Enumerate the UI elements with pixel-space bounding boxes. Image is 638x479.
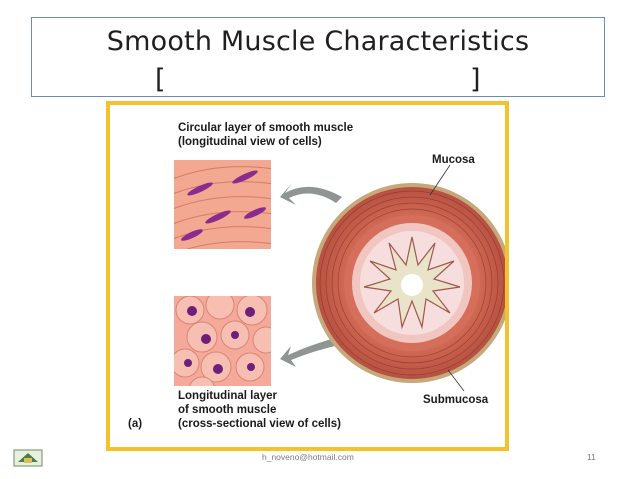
title-box: Smooth Muscle Characteristics [ ] bbox=[31, 17, 605, 97]
footer-email: h_noveno@hotmail.com bbox=[262, 452, 354, 462]
arrow-to-longitudinal-layer bbox=[280, 338, 339, 367]
longitudinal-layer-label-line-1: Longitudinal layer bbox=[178, 390, 278, 402]
slide-title: Smooth Muscle Characteristics bbox=[106, 26, 530, 57]
smooth-muscle-illustration bbox=[174, 160, 505, 392]
figure-frame: Circular layer of smooth muscle (longitu… bbox=[106, 101, 509, 451]
right-bracket: ] bbox=[470, 64, 481, 95]
circular-layer-tissue-block bbox=[174, 160, 271, 249]
longitudinal-layer-tissue-block bbox=[174, 296, 271, 386]
mucosa-leader-line bbox=[429, 164, 451, 196]
submucosa-leader-line bbox=[447, 369, 465, 392]
left-bracket: [ bbox=[155, 64, 166, 95]
page-number: 11 bbox=[587, 452, 596, 462]
circular-layer-label-line-1: Circular layer of smooth muscle bbox=[178, 122, 354, 134]
longitudinal-layer-label-line-3: (cross-sectional view of cells) bbox=[178, 418, 341, 430]
panel-letter: (a) bbox=[128, 418, 143, 430]
intestine-cross-section bbox=[312, 183, 505, 383]
logo-icon bbox=[13, 449, 43, 467]
arrow-to-circular-layer bbox=[280, 183, 342, 205]
longitudinal-layer-label-line-2: of smooth muscle bbox=[178, 404, 277, 416]
mucosa-label: Mucosa bbox=[432, 154, 475, 166]
submucosa-label: Submucosa bbox=[423, 394, 489, 406]
circular-layer-label-line-2: (longitudinal view of cells) bbox=[178, 136, 322, 148]
